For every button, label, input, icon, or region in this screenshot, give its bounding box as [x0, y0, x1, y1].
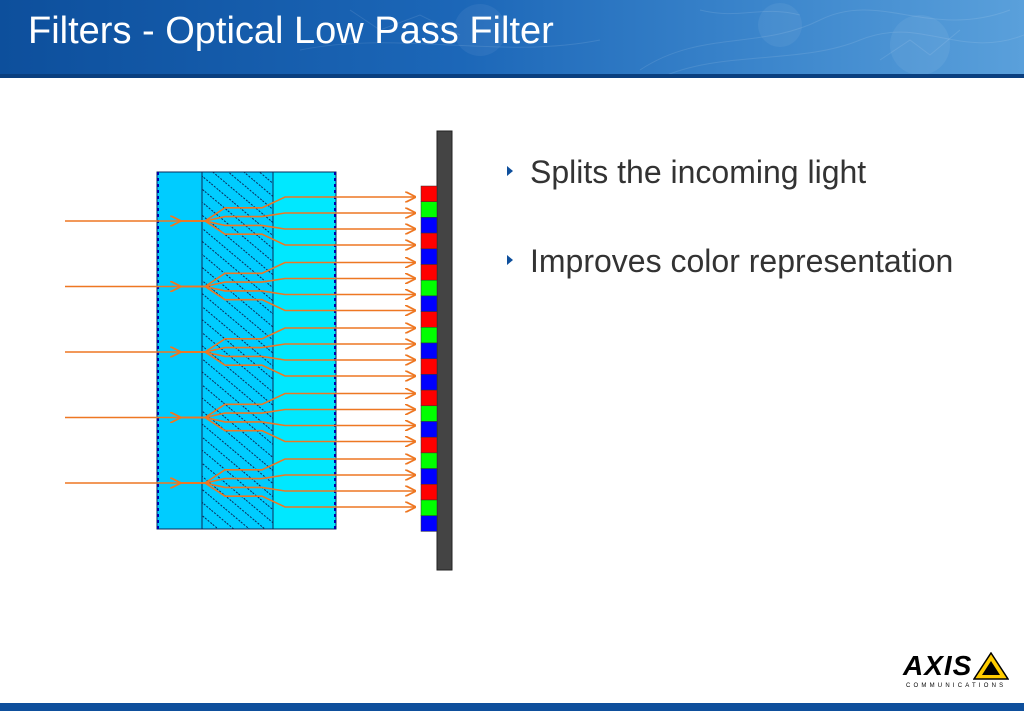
sensor-pixel-red	[420, 185, 438, 202]
split-light-ray	[180, 416, 415, 442]
split-light-ray	[180, 285, 415, 311]
first-filter-plate	[156, 171, 203, 530]
sensor-pixel-red	[420, 264, 438, 281]
sensor-pixel-red	[420, 436, 438, 454]
axis-logo: AXIS COMMUNICATIONS	[903, 649, 1011, 691]
sensor-board	[436, 130, 453, 571]
sensor-pixel-red	[420, 232, 438, 250]
sensor-pixel-green	[420, 279, 438, 297]
sensor-pixel-green	[420, 201, 438, 218]
sensor-pixel-blue	[420, 374, 438, 391]
bullet-item: Splits the incoming light	[505, 152, 953, 192]
sensor-pixel-array	[420, 185, 438, 532]
slide-title: Filters - Optical Low Pass Filter	[28, 10, 554, 52]
bullet-text: Splits the incoming light	[530, 154, 867, 190]
light-rays	[65, 197, 415, 507]
sensor-pixel-red	[420, 484, 438, 501]
second-filter-plate	[272, 171, 337, 530]
sensor-pixel-red	[420, 311, 438, 328]
sensor-pixel-blue	[420, 248, 438, 265]
sensor-pixel-green	[420, 452, 438, 469]
bullet-list: Splits the incoming light Improves color…	[505, 152, 953, 330]
sensor-pixel-red	[420, 389, 438, 407]
footer-bar	[0, 703, 1024, 711]
sensor-pixel-green	[420, 405, 438, 422]
sensor-pixel-green	[420, 327, 438, 344]
optical-low-pass-filter-diagram	[65, 130, 453, 571]
split-light-ray	[180, 220, 415, 245]
logo-tagline: COMMUNICATIONS	[906, 683, 1007, 689]
title-bar-edge	[0, 74, 1024, 78]
sensor-pixel-blue	[420, 468, 438, 485]
sensor-pixel-blue	[420, 421, 438, 438]
sensor-pixel-green	[420, 499, 438, 516]
sensor-pixel-red	[420, 358, 438, 375]
sensor-pixel-blue	[420, 295, 438, 312]
sensor-pixel-blue	[420, 217, 438, 234]
sensor-pixel-blue	[420, 515, 438, 532]
logo-wordmark: AXIS	[903, 650, 973, 681]
sensor-pixel-blue	[420, 342, 438, 359]
split-light-ray	[180, 482, 415, 507]
split-light-ray	[180, 351, 415, 376]
bullet-arrow-icon	[507, 166, 513, 176]
bullet-item: Improves color representation	[505, 241, 953, 281]
bullet-arrow-icon	[507, 255, 513, 265]
axis-triangle-logo-icon	[973, 652, 1009, 680]
bullet-text: Improves color representation	[530, 243, 954, 279]
